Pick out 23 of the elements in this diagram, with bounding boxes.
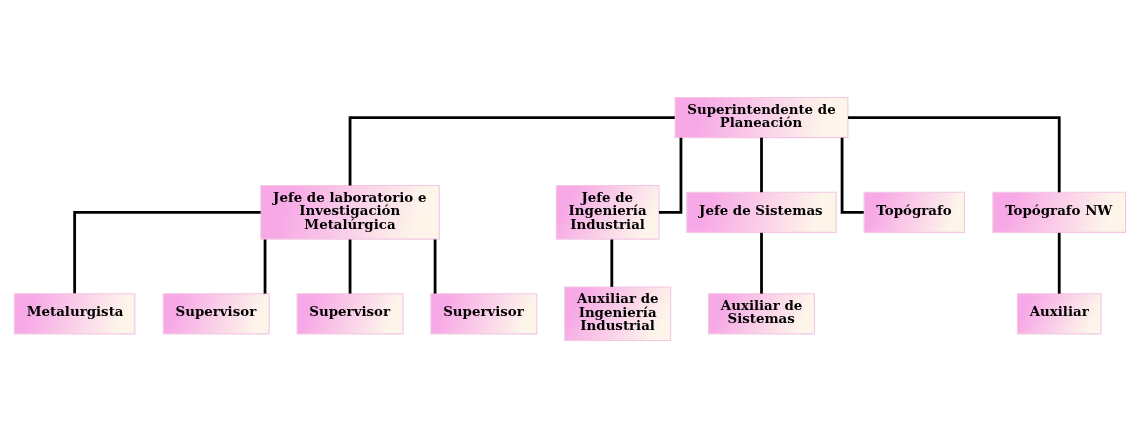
- node-box: Supervisor: [430, 292, 538, 334]
- node-box: Supervisor: [296, 292, 404, 334]
- node-box: Supervisor: [162, 292, 270, 334]
- node-box: Jefe de Ingeniería Industrial: [555, 184, 660, 240]
- connector: [1057, 232, 1061, 294]
- node-box: Topógrafo NW: [992, 191, 1127, 233]
- connector: [433, 239, 437, 294]
- node-box: Auxiliar: [1016, 292, 1102, 334]
- node-box: Jefe de Sistemas: [686, 191, 837, 233]
- node-box: Auxiliar de Ingeniería Industrial: [564, 285, 672, 341]
- connector: [263, 239, 267, 294]
- connector: [760, 232, 763, 294]
- connector: [348, 115, 675, 185]
- connector: [760, 137, 763, 192]
- connector: [348, 239, 352, 294]
- connector: [73, 210, 261, 293]
- connector: [610, 239, 614, 287]
- node-box: Topógrafo: [863, 191, 965, 233]
- node-box: Auxiliar de Sistemas: [708, 292, 816, 334]
- connector: [848, 115, 1061, 192]
- node-box: Superintendente de Planeación: [674, 96, 849, 138]
- node-box: Metalurgista: [13, 292, 136, 334]
- node-box: Jefe de laboratorio e Investigación Metalúrgica: [260, 184, 440, 240]
